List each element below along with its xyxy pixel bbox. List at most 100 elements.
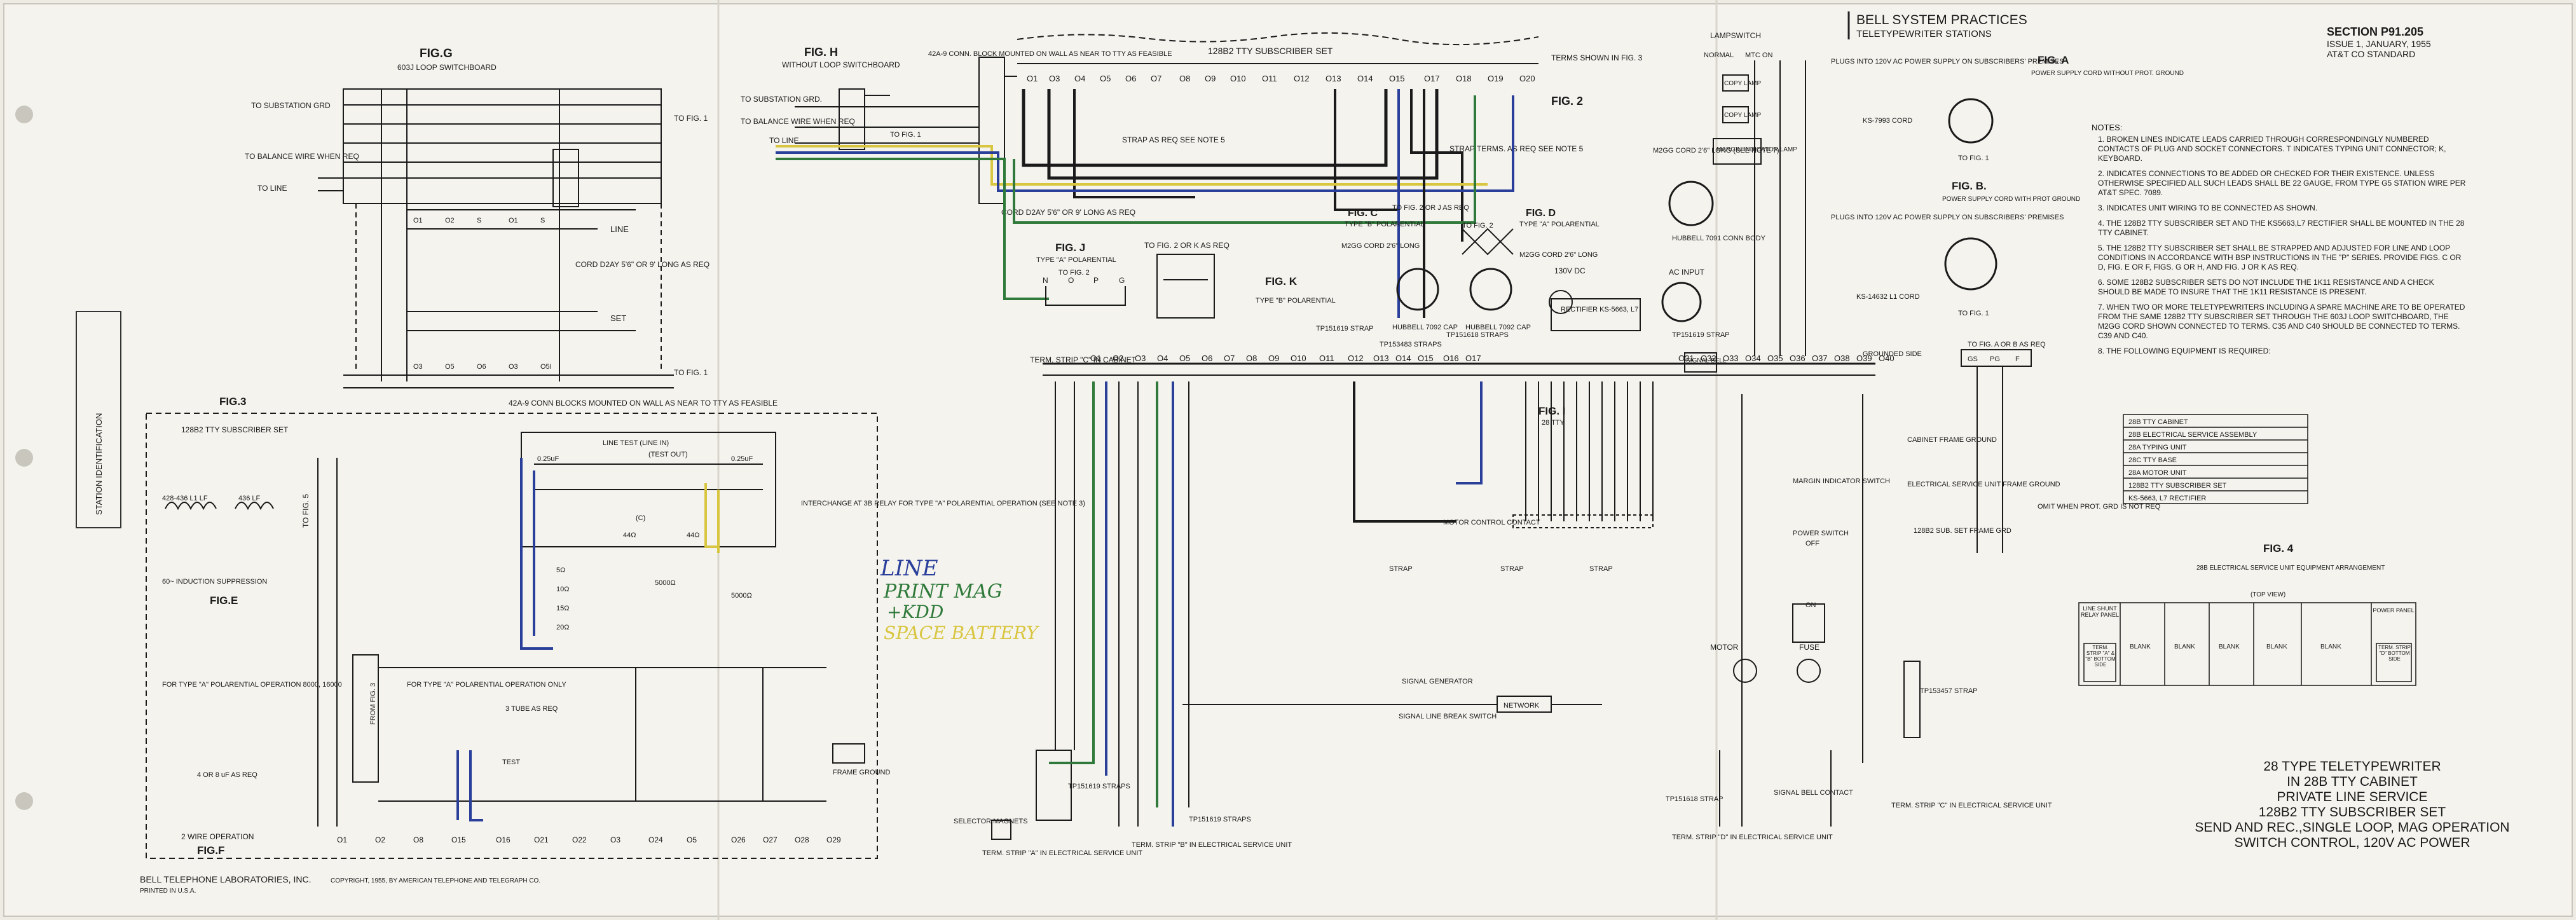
svg-text:HUBBELL 7092 CAP: HUBBELL 7092 CAP	[1392, 324, 1458, 331]
svg-text:BLANK: BLANK	[2174, 643, 2195, 650]
punch-holes	[15, 106, 33, 810]
svg-text:TERM. STRIP "B" IN ELECTRICAL: TERM. STRIP "B" IN ELECTRICAL SERVICE UN…	[1132, 841, 1292, 849]
title-line-1: 28 TYPE TELETYPEWRITER	[2263, 759, 2441, 774]
svg-text:28C TTY BASE: 28C TTY BASE	[2128, 457, 2177, 464]
equipment-table: 28B TTY CABINET 28B ELECTRICAL SERVICE A…	[2123, 414, 2308, 504]
svg-text:POWER SWITCH: POWER SWITCH	[1793, 530, 1849, 537]
svg-text:FIG. J: FIG. J	[1055, 242, 1085, 254]
svg-text:TO FIG. 2: TO FIG. 2	[1462, 222, 1493, 230]
svg-text:TO FIG. A OR B AS REQ: TO FIG. A OR B AS REQ	[1968, 341, 2046, 348]
svg-text:TP151619 STRAPS: TP151619 STRAPS	[1189, 816, 1251, 823]
svg-text:20Ω: 20Ω	[556, 624, 569, 631]
svg-text:FIG. B.: FIG. B.	[1952, 180, 1987, 192]
lampswitch-block: LAMPSWITCH NORMAL MTC ON COPY LAMP COPY …	[1653, 31, 1806, 373]
svg-text:GROUNDED SIDE: GROUNDED SIDE	[1863, 350, 1922, 358]
svg-text:3 TUBE AS REQ: 3 TUBE AS REQ	[505, 705, 558, 713]
svg-text:LINE: LINE	[880, 556, 938, 581]
title-line-3: PRIVATE LINE SERVICE	[2277, 790, 2428, 804]
svg-text:FROM FIG. 3: FROM FIG. 3	[369, 683, 377, 725]
svg-text:TP153483 STRAPS: TP153483 STRAPS	[1380, 341, 1442, 348]
svg-text:42A-9 CONN BLOCKS MOUNTED ON W: 42A-9 CONN BLOCKS MOUNTED ON WALL AS NEA…	[509, 399, 778, 408]
svg-text:M2GG CORD 2'6" LONG: M2GG CORD 2'6" LONG	[1519, 251, 1598, 259]
svg-text:O3: O3	[413, 363, 423, 371]
svg-text:O2: O2	[1113, 354, 1123, 363]
svg-text:PRINT MAG: PRINT MAG	[883, 580, 1003, 603]
svg-text:NOTES:: NOTES:	[2092, 123, 2122, 132]
svg-text:STRAP TERMS. AS REQ SEE NOTE 5: STRAP TERMS. AS REQ SEE NOTE 5	[1449, 144, 1584, 153]
svg-text:TO FIG. 2 OR K AS REQ: TO FIG. 2 OR K AS REQ	[1144, 241, 1230, 250]
svg-text:CABINET FRAME GROUND: CABINET FRAME GROUND	[1907, 436, 1997, 444]
svg-text:TP151619 STRAP: TP151619 STRAP	[1316, 325, 1374, 333]
subscriber-set-block: 128B2 TTY SUBSCRIBER SET TERMS SHOWN IN …	[978, 32, 1643, 242]
svg-text:O10: O10	[1230, 74, 1246, 83]
svg-text:O26: O26	[731, 835, 746, 844]
note-6: 6. SOME 128B2 SUBSCRIBER SETS DO NOT INC…	[2098, 278, 2434, 296]
svg-text:CORD D2AY 5'6" OR 9' LONG AS R: CORD D2AY 5'6" OR 9' LONG AS REQ	[1001, 208, 1135, 217]
svg-text:FIG.3: FIG.3	[219, 395, 247, 408]
svg-text:O3: O3	[1049, 74, 1060, 83]
fig-k: TO FIG. 2 OR K AS REQ FIG. K TYPE "B" PO…	[1144, 241, 1336, 319]
svg-text:O15: O15	[451, 835, 466, 844]
svg-text:(TOP VIEW): (TOP VIEW)	[2251, 591, 2285, 598]
svg-text:F: F	[2015, 355, 2020, 363]
svg-text:MOTOR CONTROL CONTACT: MOTOR CONTROL CONTACT	[1443, 519, 1540, 526]
practice-title: BELL SYSTEM PRACTICES	[1856, 13, 2027, 27]
svg-text:MOTOR: MOTOR	[1710, 643, 1739, 652]
svg-text:FIG. K: FIG. K	[1265, 275, 1298, 287]
svg-text:28 TTY: 28 TTY	[1542, 419, 1565, 427]
standard-label: AT&T CO STANDARD	[2327, 49, 2415, 59]
svg-text:5Ω: 5Ω	[556, 566, 565, 574]
fig-b-power-cord: PLUGS INTO 120V AC POWER SUPPLY ON SUBSC…	[1831, 180, 2080, 367]
svg-text:O32: O32	[1701, 354, 1716, 363]
svg-text:STRAP: STRAP	[1589, 565, 1613, 573]
svg-text:HUBBELL 7092 CAP: HUBBELL 7092 CAP	[1465, 324, 1531, 331]
fig-g-loop-switchboard: FIG.G 603J LOOP SWITCHBOARD TO SUBSTATIO…	[245, 47, 778, 408]
svg-text:O2: O2	[445, 217, 455, 224]
svg-text:TERM. STRIP "C" IN ELECTRICAL: TERM. STRIP "C" IN ELECTRICAL SERVICE UN…	[1891, 802, 2052, 809]
svg-text:436 LF: 436 LF	[238, 495, 261, 502]
svg-text:O12: O12	[1348, 354, 1364, 363]
svg-text:O3: O3	[1135, 354, 1146, 363]
svg-text:5000Ω: 5000Ω	[655, 579, 676, 587]
note-8: 8. THE FOLLOWING EQUIPMENT IS REQUIRED:	[2098, 347, 2271, 355]
svg-text:STRAP AS REQ SEE NOTE 5: STRAP AS REQ SEE NOTE 5	[1122, 135, 1225, 144]
fig-h-without-loop-switchboard: FIG. H WITHOUT LOOP SWITCHBOARD TO SUBST…	[741, 46, 1172, 150]
svg-text:O1: O1	[1027, 74, 1038, 83]
svg-text:O17: O17	[1465, 354, 1481, 363]
svg-text:28B TTY CABINET: 28B TTY CABINET	[2128, 418, 2188, 426]
svg-text:POWER SUPPLY CORD WITHOUT PROT: POWER SUPPLY CORD WITHOUT PROT. GROUND	[2031, 70, 2184, 77]
svg-text:60~ INDUCTION SUPPRESSION: 60~ INDUCTION SUPPRESSION	[162, 578, 267, 586]
svg-text:O19: O19	[1488, 74, 1504, 83]
svg-text:TERM. STRIP "D" IN ELECTRICAL: TERM. STRIP "D" IN ELECTRICAL SERVICE UN…	[1672, 834, 1833, 841]
svg-text:O6: O6	[1202, 354, 1212, 363]
svg-text:ELECTRICAL SERVICE UNIT FRAME: ELECTRICAL SERVICE UNIT FRAME GROUND	[1907, 481, 2060, 488]
svg-text:S: S	[477, 217, 481, 224]
svg-text:O18: O18	[1456, 74, 1472, 83]
svg-text:SET: SET	[610, 313, 626, 323]
footer: BELL TELEPHONE LABORATORIES, INC. PRINTE…	[140, 874, 540, 895]
svg-text:M2GG CORD 2'6" LONG (SEE NOTE: M2GG CORD 2'6" LONG (SEE NOTE 7)	[1653, 147, 1779, 154]
svg-text:128B2 TTY SUBSCRIBER SET: 128B2 TTY SUBSCRIBER SET	[181, 425, 289, 434]
fig-e-induction-suppression: 60~ INDUCTION SUPPRESSION FIG.E	[162, 578, 267, 607]
svg-text:0.25uF: 0.25uF	[537, 455, 559, 463]
svg-text:TO BALANCE WIRE WHEN REQ: TO BALANCE WIRE WHEN REQ	[741, 117, 855, 126]
practice-subtitle: TELETYPEWRITER STATIONS	[1856, 29, 1992, 39]
svg-text:(C): (C)	[636, 514, 645, 522]
svg-text:O28: O28	[795, 835, 809, 844]
svg-text:O24: O24	[648, 835, 663, 844]
svg-text:O8: O8	[1246, 354, 1257, 363]
svg-text:O17: O17	[1424, 74, 1440, 83]
note-3: 3. INDICATES UNIT WIRING TO BE CONNECTED…	[2098, 203, 2318, 212]
svg-text:TO FIG. 5: TO FIG. 5	[301, 494, 310, 528]
note-5: 5. THE 128B2 TTY SUBSCRIBER SET SHALL BE…	[2098, 244, 2462, 271]
svg-text:O15: O15	[1418, 354, 1434, 363]
svg-text:TEST: TEST	[502, 759, 520, 766]
svg-text:O13: O13	[1373, 354, 1389, 363]
svg-text:TP151618 STRAPS: TP151618 STRAPS	[1446, 331, 1509, 339]
svg-text:15Ω: 15Ω	[556, 605, 569, 612]
svg-text:428-436 L1 LF: 428-436 L1 LF	[162, 495, 208, 502]
svg-text:PLUGS INTO 120V AC POWER SUPPL: PLUGS INTO 120V AC POWER SUPPLY ON SUBSC…	[1831, 58, 2064, 65]
svg-text:TO FIG. 1: TO FIG. 1	[674, 114, 708, 123]
notes-block: NOTES: 1. BROKEN LINES INDICATE LEADS CA…	[2092, 123, 2465, 504]
